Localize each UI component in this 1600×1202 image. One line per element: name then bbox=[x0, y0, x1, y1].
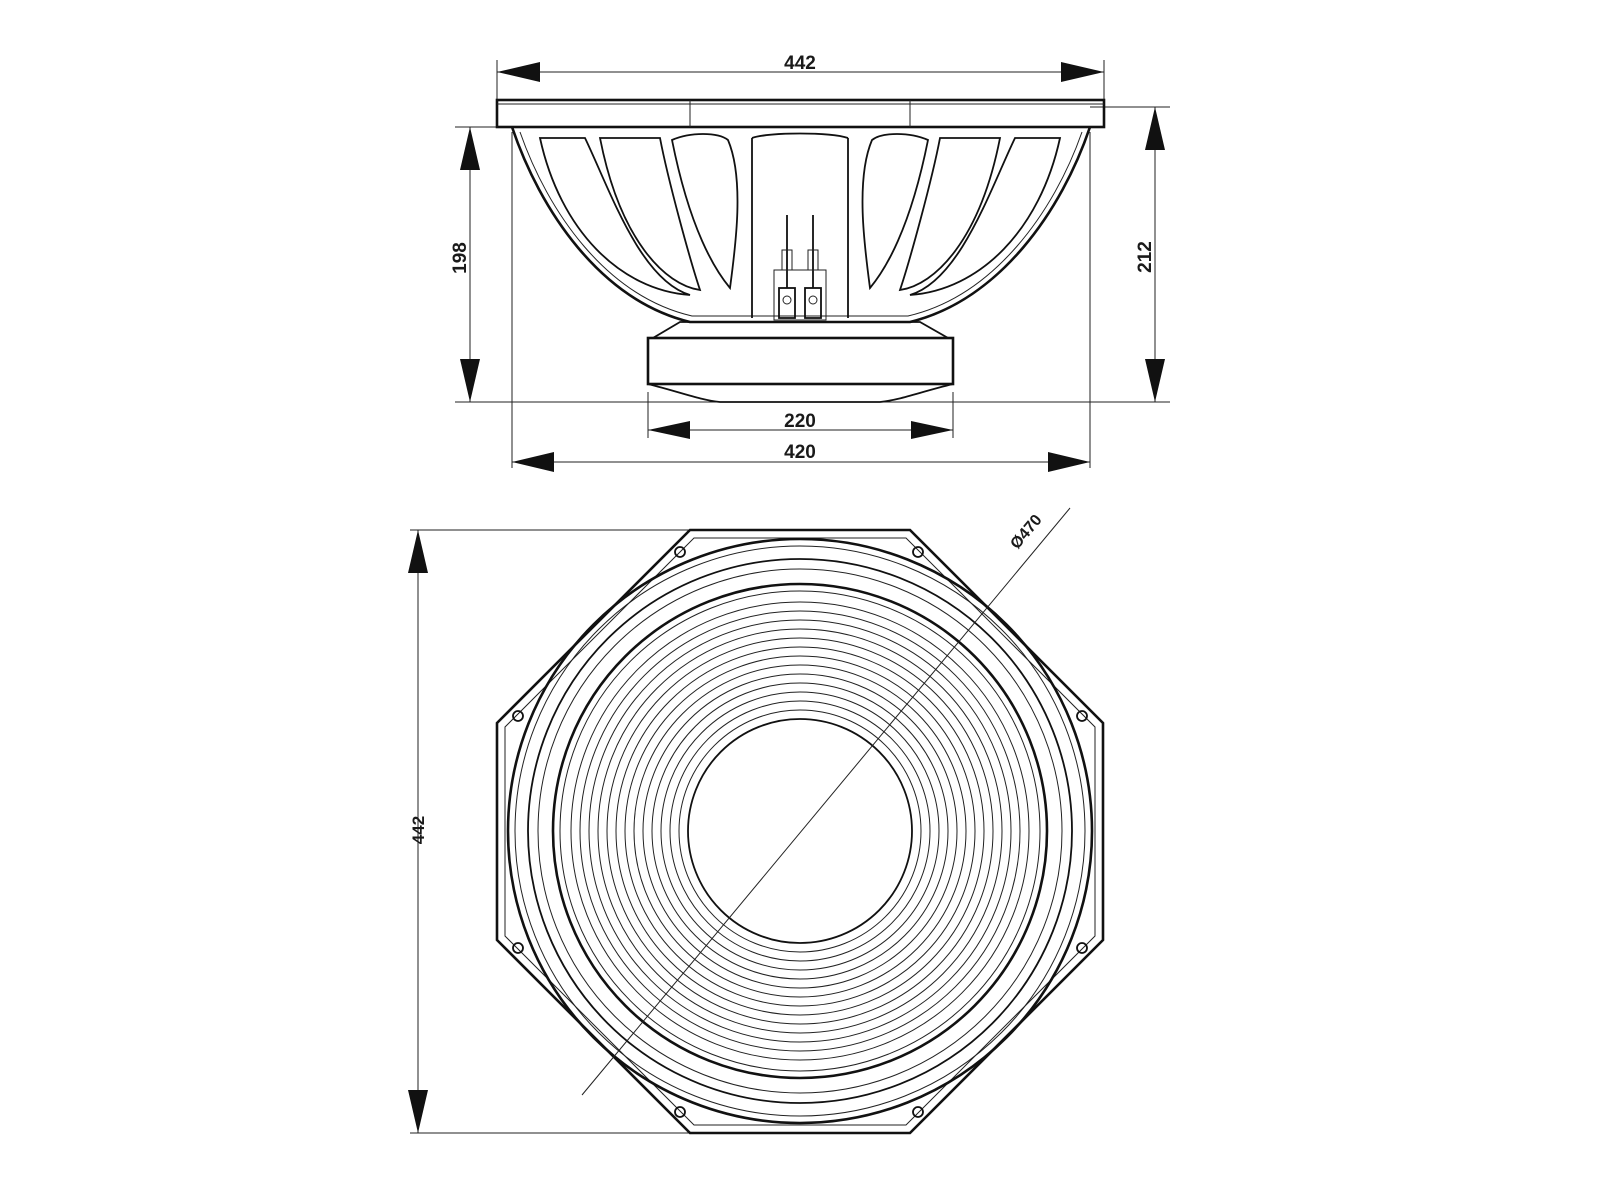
dim-label-top-width: 442 bbox=[784, 53, 816, 74]
dim-label-basket-diameter: 420 bbox=[784, 442, 816, 463]
dimension-overall-depth: 212 bbox=[1135, 107, 1165, 402]
dim-label-diameter: Ø470 bbox=[1007, 512, 1045, 553]
dimension-magnet-diameter: 220 bbox=[648, 411, 953, 439]
speaker-basket bbox=[510, 126, 1092, 324]
dimension-front-height: 442 bbox=[408, 530, 428, 1133]
mounting-hole bbox=[674, 1106, 686, 1118]
mounting-hole bbox=[912, 546, 924, 558]
mounting-hole bbox=[674, 546, 686, 558]
mounting-hole bbox=[1076, 710, 1088, 722]
mounting-hole bbox=[1076, 942, 1088, 954]
cone-rings bbox=[506, 537, 1094, 1125]
dim-label-frame-depth: 198 bbox=[450, 242, 471, 274]
dim-label-front-height: 442 bbox=[409, 816, 428, 844]
mounting-hole bbox=[512, 710, 524, 722]
dim-label-magnet-diameter: 220 bbox=[784, 411, 816, 432]
speaker-flange bbox=[495, 98, 1106, 129]
mounting-hole bbox=[512, 942, 524, 954]
dimension-basket-diameter: 420 bbox=[512, 442, 1090, 472]
dimension-top-width: 442 bbox=[497, 53, 1104, 82]
basket-ribs bbox=[538, 132, 1062, 318]
dim-label-overall-depth: 212 bbox=[1135, 241, 1156, 273]
side-view: 442 198 212 220 420 bbox=[450, 53, 1170, 472]
speaker-magnet bbox=[646, 321, 955, 403]
mounting-holes bbox=[512, 546, 1088, 1118]
dimension-frame-depth: 198 bbox=[450, 127, 480, 402]
speaker-terminals bbox=[773, 215, 827, 321]
mounting-hole bbox=[912, 1106, 924, 1118]
front-view: 442 bbox=[408, 507, 1105, 1135]
